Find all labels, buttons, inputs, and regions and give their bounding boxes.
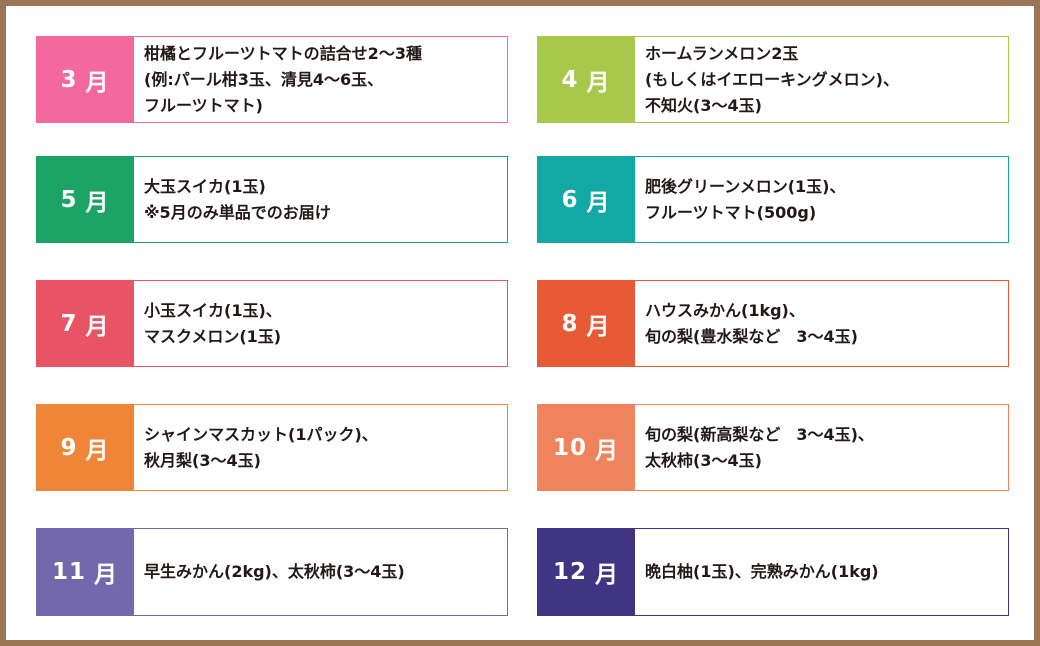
month-panel-10: 10 月 旬の梨(新高梨など 3〜4玉)、 太秋柿(3〜4玉) — [537, 404, 1009, 491]
product-description: 柑橘とフルーツトマトの詰合せ2〜3種 (例:パール柑3玉、清見4〜6玉、 フルー… — [134, 37, 507, 122]
month-panel-11: 11 月 早生みかん(2kg)、太秋柿(3〜4玉) — [36, 528, 508, 616]
month-unit: 月 — [85, 313, 110, 340]
description-line: フルーツトマト) — [144, 95, 263, 115]
description-line: 柑橘とフルーツトマトの詰合せ2〜3種 — [144, 43, 422, 63]
month-label: 12 月 — [537, 528, 635, 616]
description-line: 旬の梨(豊水梨など 3〜4玉) — [645, 326, 858, 346]
product-description: 晩白柚(1玉)、完熟みかん(1kg) — [635, 529, 1008, 615]
month-unit: 月 — [595, 437, 619, 464]
month-number: 11 — [51, 559, 86, 585]
description-line: 晩白柚(1玉)、完熟みかん(1kg) — [645, 562, 879, 581]
description-line: 肥後グリーンメロン(1玉)、 — [645, 176, 846, 196]
month-number: 7 — [60, 310, 78, 337]
month-unit: 月 — [85, 437, 110, 464]
month-number: 3 — [60, 66, 78, 93]
description-line: 秋月梨(3〜4玉) — [144, 450, 261, 470]
month-unit: 月 — [94, 562, 118, 588]
month-number: 6 — [561, 186, 579, 213]
product-description: 大玉スイカ(1玉) ※5月のみ単品でのお届け — [134, 157, 507, 242]
product-description: ハウスみかん(1kg)、 旬の梨(豊水梨など 3〜4玉) — [635, 281, 1008, 366]
product-description: 早生みかん(2kg)、太秋柿(3〜4玉) — [134, 529, 507, 615]
description-line: シャインマスカット(1パック)、 — [144, 424, 378, 444]
description-line: フルーツトマト(500g) — [645, 202, 817, 222]
description-line: ホームランメロン2玉 — [645, 43, 799, 63]
description-line: 太秋柿(3〜4玉) — [645, 450, 762, 470]
description-line: 大玉スイカ(1玉) — [144, 176, 266, 196]
month-unit: 月 — [586, 313, 611, 340]
product-description: ホームランメロン2玉 (もしくはイエローキングメロン)、 不知火(3〜4玉) — [635, 37, 1008, 122]
month-number: 8 — [561, 310, 579, 337]
month-panel-12: 12 月 晩白柚(1玉)、完熟みかん(1kg) — [537, 528, 1009, 616]
description-line: ※5月のみ単品でのお届け — [144, 202, 331, 222]
description-line: 不知火(3〜4玉) — [645, 95, 762, 115]
month-unit: 月 — [85, 69, 110, 96]
product-description: シャインマスカット(1パック)、 秋月梨(3〜4玉) — [134, 405, 507, 490]
description-line: マスクメロン(1玉) — [144, 326, 282, 346]
description-line: 小玉スイカ(1玉)、 — [144, 300, 282, 320]
month-unit: 月 — [586, 69, 611, 96]
description-line: (例:パール柑3玉、清見4〜6玉、 — [144, 69, 384, 89]
month-number: 10 — [552, 434, 587, 461]
description-line: 旬の梨(新高梨など 3〜4玉)、 — [645, 424, 874, 444]
month-unit: 月 — [595, 562, 619, 588]
product-description: 肥後グリーンメロン(1玉)、 フルーツトマト(500g) — [635, 157, 1008, 242]
description-line: (もしくはイエローキングメロン)、 — [645, 69, 899, 89]
month-number: 9 — [60, 434, 78, 461]
month-number: 12 — [552, 559, 587, 585]
description-line: 早生みかん(2kg)、太秋柿(3〜4玉) — [144, 562, 405, 581]
month-label: 10 月 — [537, 404, 635, 491]
description-line: ハウスみかん(1kg)、 — [645, 300, 805, 320]
month-label: 11 月 — [36, 528, 134, 616]
month-number: 5 — [60, 186, 78, 213]
month-unit: 月 — [586, 189, 611, 216]
product-description: 旬の梨(新高梨など 3〜4玉)、 太秋柿(3〜4玉) — [635, 405, 1008, 490]
month-number: 4 — [561, 66, 579, 93]
product-description: 小玉スイカ(1玉)、 マスクメロン(1玉) — [134, 281, 507, 366]
month-unit: 月 — [85, 189, 110, 216]
